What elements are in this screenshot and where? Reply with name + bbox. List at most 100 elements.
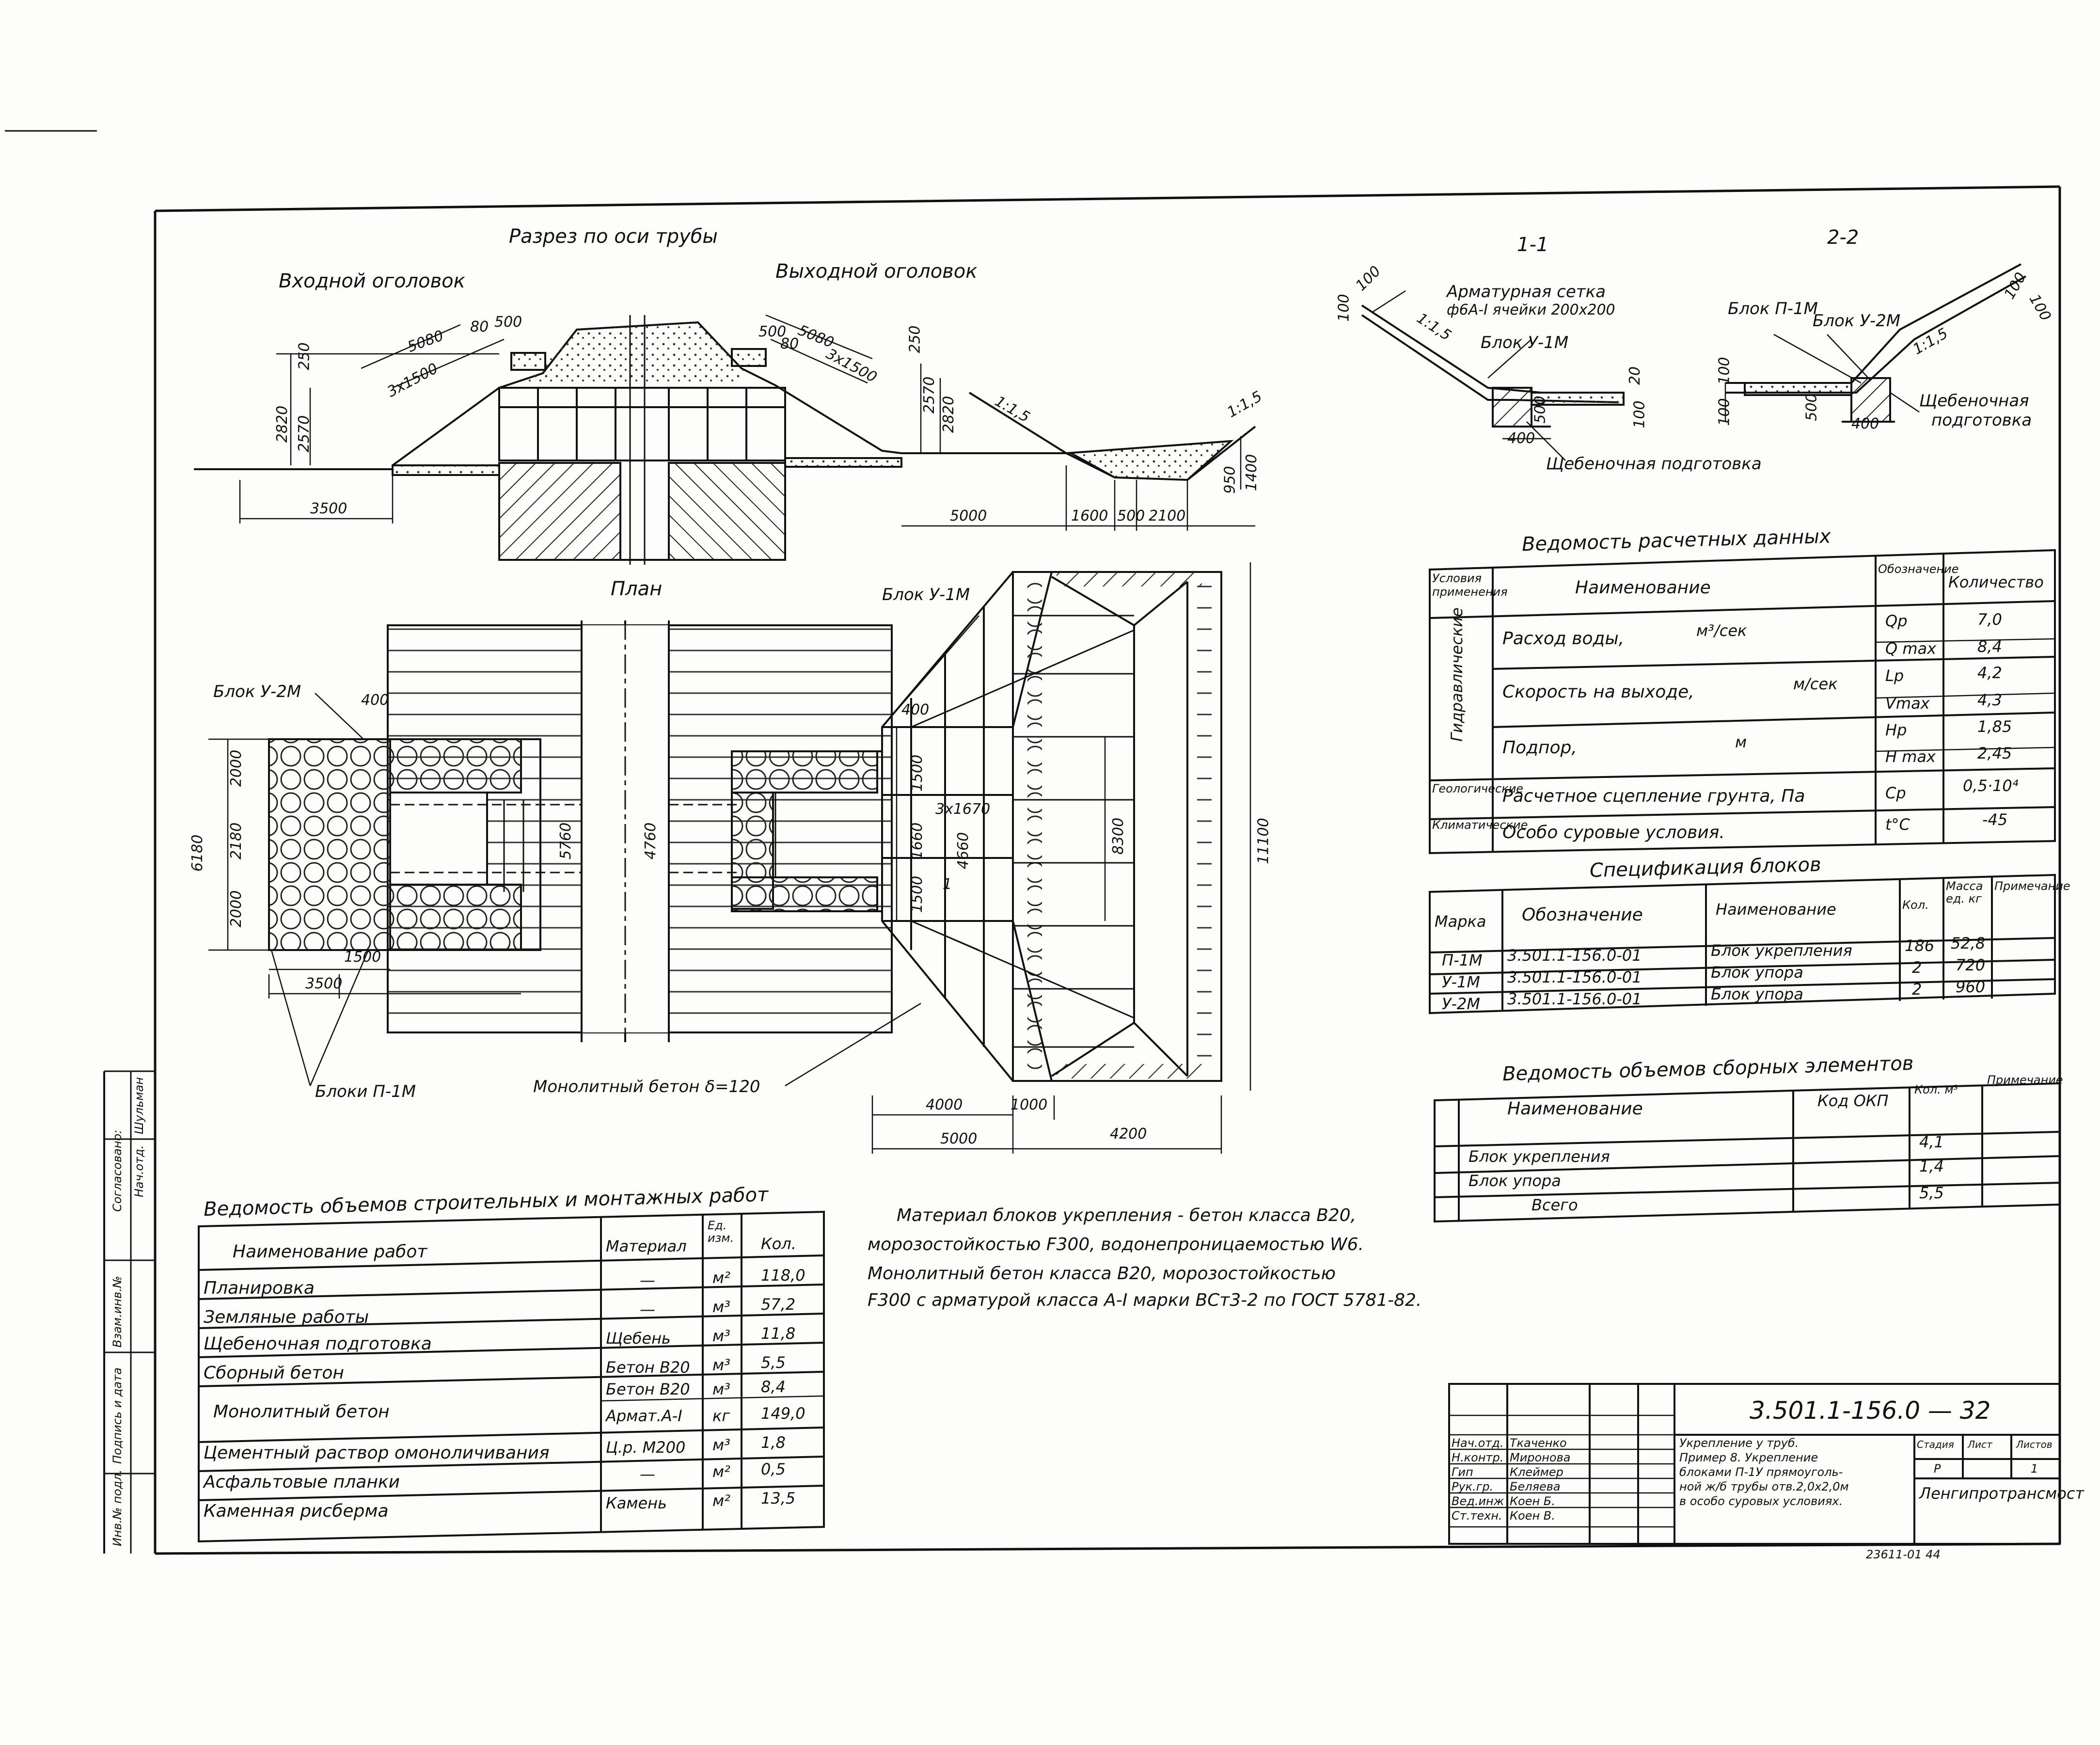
dim-label: 5000 [940,1130,978,1147]
spec-row-code: 3.501.1-156.0-01 [1507,990,1642,1008]
spec-header-code: Обозначение [1522,905,1643,925]
outlet-label: Выходной оголовок [775,260,978,283]
works-row-name: Асфальтовые планки [204,1472,400,1492]
stamp-role: Н.контр. [1452,1451,1504,1464]
calc-row-name: Расчетное сцепление грунта, Па [1502,786,1805,806]
title-block-grid [1448,1383,2061,1545]
dim-label: 250 [906,325,924,353]
stamp-title-line: Укрепление у труб. [1679,1436,1799,1450]
stamp-title-line: блоками П-1У прямоуголь- [1679,1465,1843,1479]
spec-row-mark: П-1М [1442,951,1483,969]
prefab-row-qty: 4,1 [1919,1133,1944,1151]
inlet-label: Входной оголовок [279,270,465,292]
sidebar-label: Подпись и дата [111,1367,124,1464]
spec-row-mass: 52,8 [1951,934,1986,952]
prefab-header-code: Код ОКП [1817,1092,1889,1110]
spec-table-title: Спецификация блоков [1589,853,1822,882]
sidebar-nach-name: Шульман [132,1077,146,1134]
prefab-header-qty: Кол. м³ [1914,1083,1958,1096]
works-row-unit: м³ [712,1436,730,1454]
dim-label: 2180 [228,822,245,860]
stamp-stage-header: Стадия [1917,1439,1954,1450]
sheet-frame [5,130,2061,1555]
calc-row-val: 2,45 [1977,744,2012,762]
spec-header-note: Примечание [1994,879,2070,893]
prefab-row-name: Блок укрепления [1468,1147,1610,1166]
dim-label: 6180 [189,834,206,872]
works-header-unit: Ед. изм. [708,1219,734,1245]
sidebar-agreed: Согласовано: [111,1129,124,1212]
stamp-sheets: 1 [2031,1462,2038,1475]
works-row-name: Каменная рисберма [204,1501,389,1521]
dim-label: 1000 [1011,1096,1048,1113]
works-row-mat: — [640,1465,655,1483]
works-row-qty: 149,0 [761,1404,805,1423]
spec-row-qty: 186 [1905,936,1935,955]
dim-label: 100 [1335,294,1353,322]
calc-group-climate: Климатические [1432,818,1528,832]
calc-row-sym: H max [1885,747,1936,766]
works-row-mat: Ц.р. М200 [606,1438,686,1457]
works-row-qty: 5,5 [761,1353,786,1372]
calc-row-sym: Cp [1885,784,1906,802]
dim-label: 2000 [228,890,245,928]
dim-label: 3x1670 [935,801,991,818]
works-row-qty: 0,5 [761,1460,786,1478]
dim-label: 4200 [1110,1126,1147,1142]
calc-row-val: 4,3 [1977,691,2002,709]
works-row-unit: кг [712,1407,730,1425]
calc-row-sym: Vmax [1885,694,1930,713]
plan-title: План [611,578,663,600]
dim-label: 400 [361,692,389,709]
calc-header-qty: Количество [1948,573,2044,591]
calc-row-val: 4,2 [1977,664,2002,682]
spec-row-code: 3.501.1-156.0-01 [1507,946,1642,965]
calc-row-val: 0,5·10⁴ [1963,777,2019,795]
spec-row-mark: У-1М [1442,973,1481,991]
dim-label: 100 [1716,398,1733,426]
section-title: Разрез по оси трубы [509,225,718,248]
dim-label: 20 [1626,366,1644,385]
gravel-label: Щебеночная [1919,391,2029,411]
dim-label: 500 [494,314,522,331]
works-header-qty: Кол. [761,1235,796,1253]
calc-row-sym: t°C [1885,815,1910,834]
dim-label: 950 [1221,466,1239,494]
works-row-unit: м³ [712,1380,730,1398]
spec-header-mark: Марка [1435,912,1486,931]
works-row-unit: м³ [712,1327,730,1345]
note-line: Монолитный бетон класса В20, морозостойк… [868,1264,1336,1284]
spec-row-code: 3.501.1-156.0-01 [1507,968,1642,986]
sidebar-nach: Нач.отд. [132,1145,146,1197]
prefab-header-note: Примечание [1987,1073,2063,1087]
spec-table-grid [1429,873,2056,1015]
sidebar-label: Инв.№ подл. [111,1470,124,1546]
works-row-qty: 57,2 [761,1295,796,1314]
calc-row-unit: м/сек [1793,675,1838,693]
stamp-title-line: Пример 8. Укрепление [1679,1451,1818,1464]
calc-row-val: 7,0 [1977,610,2002,629]
calc-row-name: Особо суровые условия. [1502,823,1725,842]
dim-label: 5760 [557,822,575,860]
stamp-role: Ст.техн. [1452,1509,1502,1523]
dim-label: 5000 [950,508,987,524]
dim-label: 4000 [926,1096,963,1113]
dim-label: 4660 [955,832,972,870]
calc-header-name: Наименование [1575,578,1711,598]
spec-row-name: Блок укрепления [1711,941,1852,960]
dim-label: 3500 [310,500,347,517]
stamp-name: Коен В. [1510,1509,1555,1523]
dim-label: 1500 [344,949,381,966]
section-1-1-title: 1-1 [1517,234,1549,256]
calc-row-unit: м [1735,733,1747,751]
stamp-title-line: в особо суровых условиях. [1679,1494,1843,1508]
calc-row-val: -45 [1982,810,2008,829]
works-header-mat: Материал [606,1237,687,1255]
works-row-unit: м² [712,1269,730,1287]
prefab-row-qty: 1,4 [1919,1157,1944,1175]
calc-row-unit: м³/сек [1696,621,1747,640]
calc-row-sym: Lp [1885,666,1904,685]
stamp-sheet-header: Лист [1968,1439,1992,1450]
pipe-section [194,314,1256,565]
calc-table-grid [1429,549,2056,855]
